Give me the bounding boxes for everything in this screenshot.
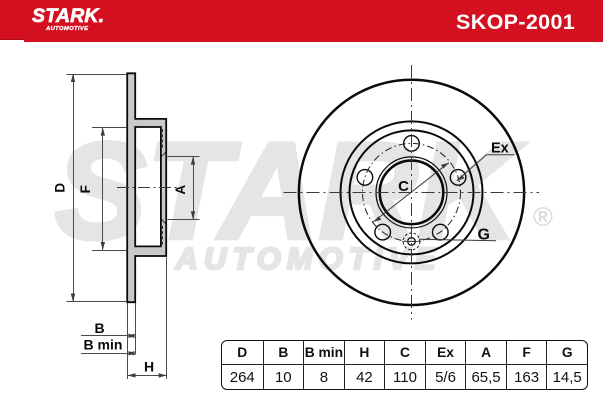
svg-text:A: A — [173, 185, 188, 195]
svg-text:G: G — [478, 226, 490, 243]
svg-text:D: D — [53, 183, 68, 193]
svg-text:B: B — [94, 320, 104, 336]
svg-text:B min: B min — [84, 337, 123, 353]
svg-text:F: F — [78, 185, 93, 193]
svg-text:H: H — [144, 358, 154, 374]
svg-text:Ex: Ex — [491, 140, 509, 156]
svg-text:C: C — [398, 178, 409, 195]
